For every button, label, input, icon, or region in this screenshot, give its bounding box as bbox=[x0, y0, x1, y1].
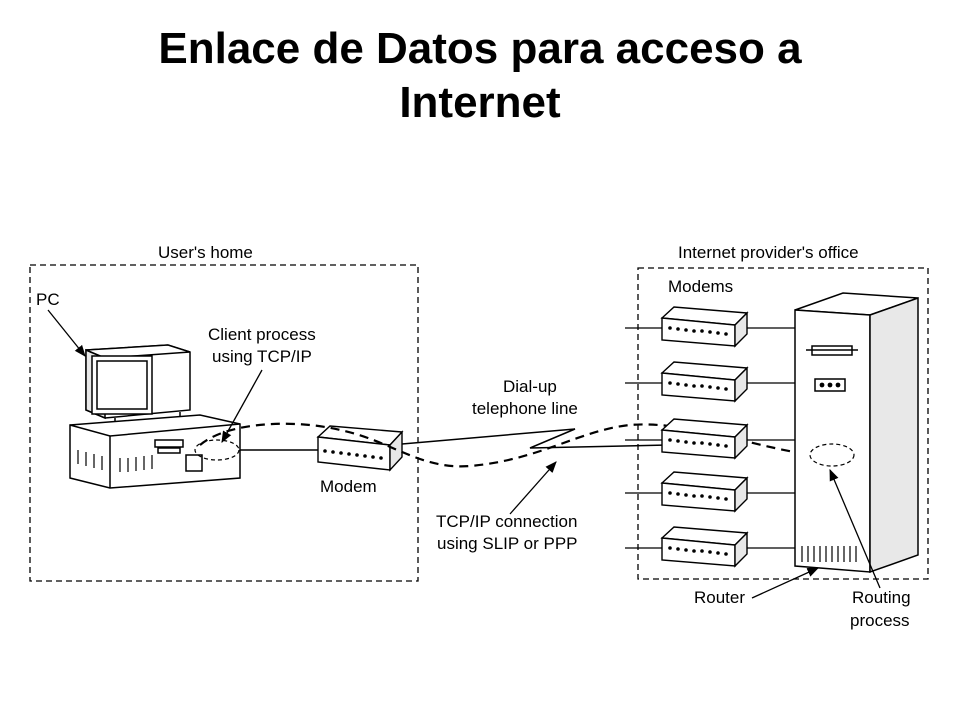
routing-process-oval bbox=[809, 443, 855, 467]
pc-label: PC bbox=[36, 290, 60, 309]
router-panel-dots bbox=[819, 382, 841, 388]
dialup-label-2: telephone line bbox=[472, 399, 578, 418]
provider-modem-4-icon bbox=[625, 471, 795, 513]
users-home-boundary bbox=[29, 264, 419, 582]
pc-icon bbox=[69, 344, 241, 489]
routing-process-label-1: Routing bbox=[852, 588, 911, 607]
slide-title-line-2: Internet bbox=[399, 78, 561, 127]
pc-arrow bbox=[47, 309, 86, 357]
users-home-label: User's home bbox=[158, 243, 253, 262]
modems-label: Modems bbox=[668, 277, 733, 296]
provider-modem-1-icon bbox=[625, 306, 795, 348]
user-modem-label: Modem bbox=[320, 477, 377, 496]
router-icon bbox=[794, 292, 919, 574]
dialup-label-1: Dial-up bbox=[503, 377, 557, 396]
router-label: Router bbox=[694, 588, 745, 607]
router-arrow bbox=[751, 567, 820, 599]
router-vent-slots bbox=[801, 546, 857, 562]
pc-vent-slots bbox=[77, 450, 153, 472]
tcpip-label-2: using SLIP or PPP bbox=[437, 534, 578, 553]
dialup-line bbox=[401, 428, 669, 449]
routing-process-arrow bbox=[829, 468, 881, 589]
provider-modem-2-icon bbox=[625, 361, 795, 403]
user-modem-icon bbox=[316, 425, 404, 472]
provider-office-boundary bbox=[637, 267, 929, 580]
client-process-label-1: Client process bbox=[208, 325, 316, 344]
tcpip-arrow bbox=[509, 461, 557, 515]
client-process-label-2: using TCP/IP bbox=[212, 347, 312, 366]
slide-title-line-1: Enlace de Datos para acceso a bbox=[158, 24, 802, 73]
provider-office-label: Internet provider's office bbox=[678, 243, 859, 262]
provider-modem-5-icon bbox=[625, 526, 795, 568]
routing-process-label-2: process bbox=[850, 611, 910, 630]
slide-title: Enlace de Datos para acceso a Internet bbox=[0, 22, 960, 130]
provider-modem-3-icon bbox=[625, 418, 795, 460]
tcpip-label-1: TCP/IP connection bbox=[436, 512, 577, 531]
client-process-oval bbox=[194, 439, 240, 461]
user-modem-leds bbox=[323, 449, 383, 460]
